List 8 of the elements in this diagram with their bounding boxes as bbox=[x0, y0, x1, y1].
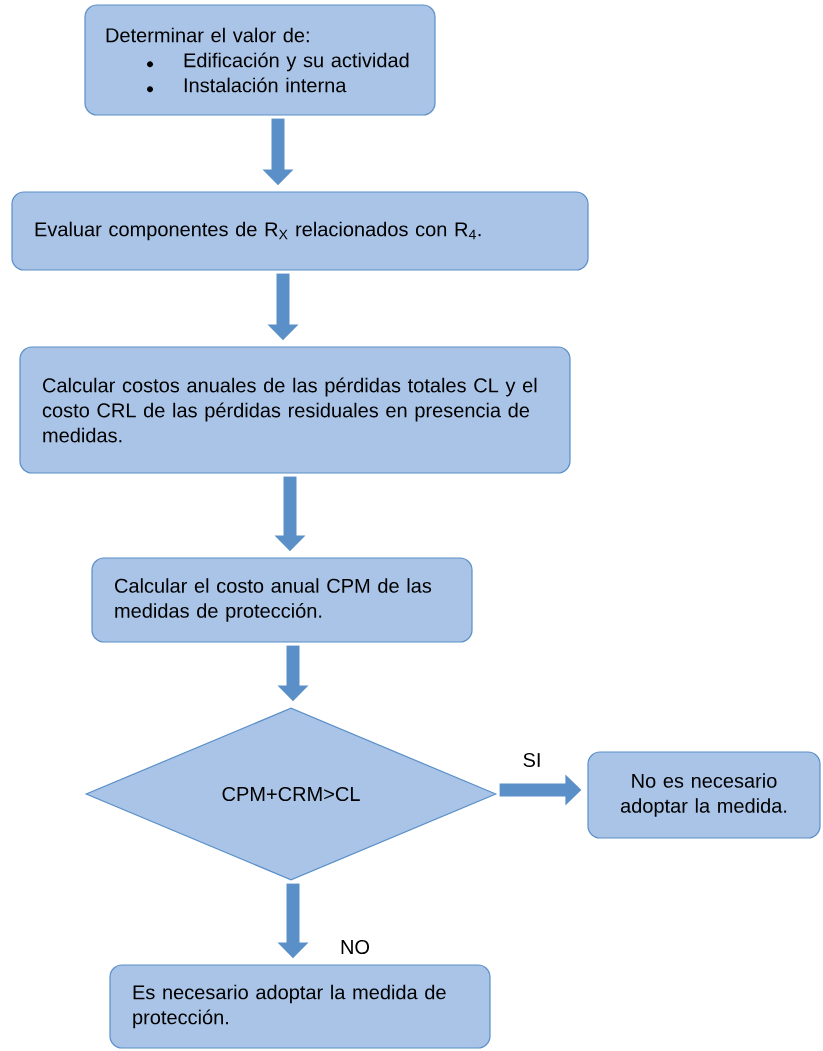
process-box: Calcular costos anuales de las pérdidas totales CL y el costo CRL de las pérdidas residuales en presencia de medidas. bbox=[19, 346, 571, 474]
process-box: Es necesario adoptar la medida de protección. bbox=[109, 964, 491, 1049]
edge-label: NO bbox=[339, 938, 371, 956]
process-box: Determinar el valor de: Edificación y su actividad Instalación interna bbox=[84, 4, 436, 116]
edge-label: SI bbox=[521, 751, 543, 769]
process-box: Evaluar componentes de R$_{X}$ relacionados con R$_{4}$. bbox=[11, 191, 589, 271]
process-box: Calcular el costo anual CPM de las medidas de protección. bbox=[91, 557, 473, 643]
process-box: No es necesario adoptar la medida. bbox=[587, 751, 821, 839]
